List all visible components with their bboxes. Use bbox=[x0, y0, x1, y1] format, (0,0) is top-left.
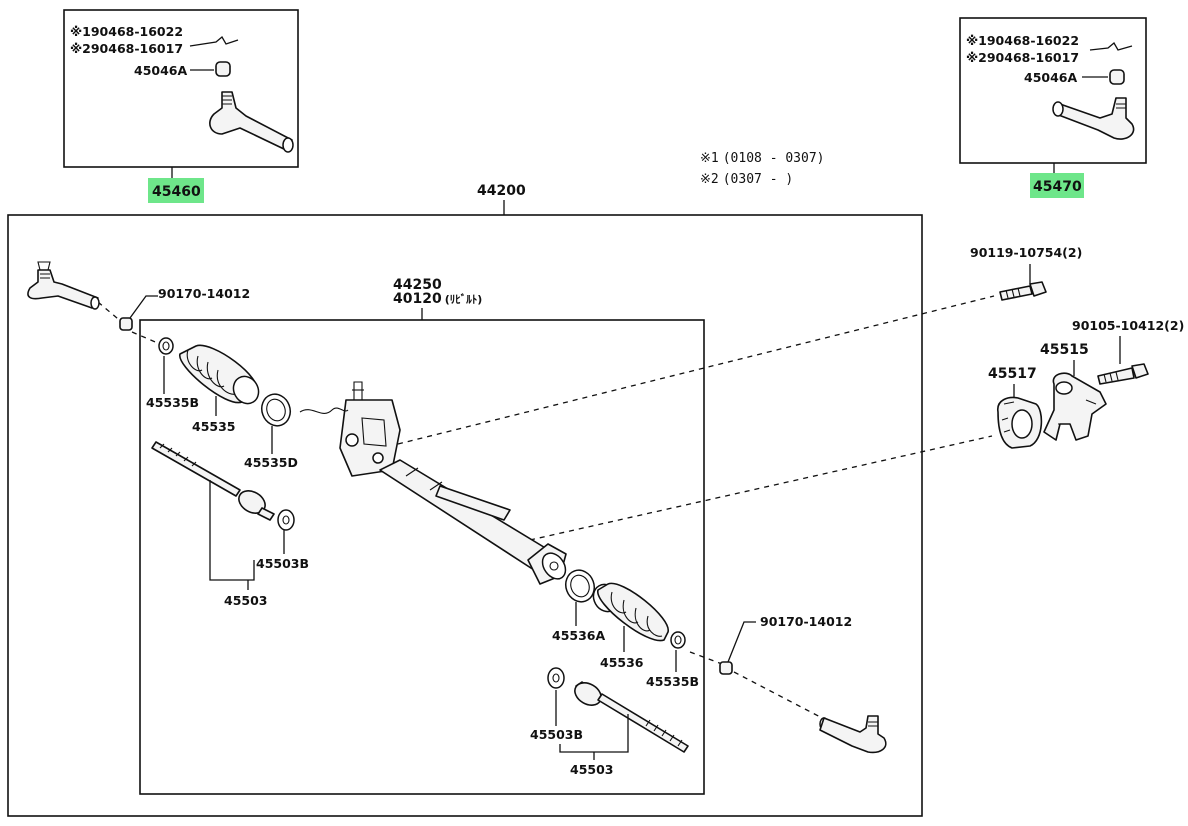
band-left-icon bbox=[261, 393, 291, 427]
note1-mark: ※1 bbox=[700, 151, 719, 166]
gear-number[interactable]: 44250 bbox=[393, 277, 442, 293]
bolt-bracket-icon bbox=[1097, 363, 1149, 385]
boot-right-icon bbox=[592, 582, 669, 642]
inset-right-note2: ※290468-16017 bbox=[966, 50, 1079, 65]
grommet-label[interactable]: 45517 bbox=[988, 366, 1037, 382]
rod-left-label[interactable]: 45503 bbox=[224, 593, 268, 608]
bolt-top-qty: (2) bbox=[1062, 245, 1082, 260]
svg-text:※2(0307 - ): ※2 (0307 - ) bbox=[700, 172, 793, 187]
note2-range: (0307 - ) bbox=[723, 172, 793, 187]
svg-text:90105-10412(2): 90105-10412(2) bbox=[1072, 318, 1184, 333]
inset-left-highlight bbox=[148, 178, 204, 203]
bracket-icon bbox=[1043, 372, 1107, 441]
note2-mark: ※2 bbox=[700, 172, 719, 187]
inset-left-assembly-number[interactable]: 45460 bbox=[152, 184, 201, 200]
note1-range: (0108 - 0307) bbox=[723, 151, 825, 166]
bracket-label[interactable]: 45515 bbox=[1040, 342, 1089, 358]
grommet-icon bbox=[997, 396, 1043, 449]
bolt-bracket-label: 90105-10412 bbox=[1072, 318, 1164, 333]
nut-left-label[interactable]: 90170-14012 bbox=[158, 286, 250, 301]
tie-rod-end-left-icon bbox=[27, 261, 100, 310]
svg-text:90119-10754(2): 90119-10754(2) bbox=[970, 245, 1082, 260]
model-notes: ※1 (0108 - 0307) ※2 (0307 - ) bbox=[700, 151, 824, 187]
inset-right-tie-rod-end: ※190468-16022 ※290468-16017 45046A 45470 bbox=[959, 17, 1147, 198]
inner-tie-rod-left-icon bbox=[151, 441, 275, 521]
washer-right-icon bbox=[547, 667, 565, 689]
boot-right-label[interactable]: 45536 bbox=[600, 655, 644, 670]
inset-left-nut-label: 45046A bbox=[134, 63, 187, 78]
clamp-right-icon bbox=[670, 631, 686, 649]
castle-nut-icon bbox=[1109, 69, 1125, 85]
tie-rod-end-right-inset-icon bbox=[1052, 97, 1135, 140]
inset-right-nut-label: 45046A bbox=[1024, 70, 1077, 85]
inset-left-note2: ※290468-16017 bbox=[70, 41, 183, 56]
bolt-bracket-qty: (2) bbox=[1164, 318, 1184, 333]
nut-right-label[interactable]: 90170-14012 bbox=[760, 614, 852, 629]
boot-left-icon bbox=[179, 344, 260, 405]
inset-right-note1: ※190468-16022 bbox=[966, 33, 1079, 48]
main-assembly-number[interactable]: 44200 bbox=[477, 183, 526, 199]
band-right-icon bbox=[565, 569, 595, 603]
boot-left-label[interactable]: 45535 bbox=[192, 419, 236, 434]
clamp-left-icon bbox=[158, 337, 174, 355]
clamp-left-label[interactable]: 45535B bbox=[146, 395, 199, 410]
washer-left-icon bbox=[277, 509, 295, 531]
svg-text:40120(ﾘﾋﾞﾙﾄ): 40120(ﾘﾋﾞﾙﾄ) bbox=[393, 291, 482, 307]
tie-rod-end-left-inset-icon bbox=[209, 91, 294, 153]
washer-left-label[interactable]: 45503B bbox=[256, 556, 309, 571]
rod-right-label[interactable]: 45503 bbox=[570, 762, 614, 777]
band-left-label[interactable]: 45535D bbox=[244, 455, 298, 470]
castle-nut-icon bbox=[215, 61, 231, 77]
band-right-label[interactable]: 45536A bbox=[552, 628, 605, 643]
bolt-top-label: 90119-10754 bbox=[970, 245, 1062, 260]
steering-gear-housing-icon bbox=[299, 381, 567, 585]
inset-left-note1: ※190468-16022 bbox=[70, 24, 183, 39]
tie-rod-end-right-icon bbox=[819, 715, 887, 754]
nut-left-icon bbox=[119, 317, 133, 331]
inset-left-tie-rod-end: ※190468-16022 ※290468-16017 45046A 45460 bbox=[63, 9, 299, 203]
gear-assembly-frame bbox=[139, 319, 705, 795]
svg-text:※1(0108 - 0307): ※1 (0108 - 0307) bbox=[700, 151, 824, 166]
washer-right-label[interactable]: 45503B bbox=[530, 727, 583, 742]
clamp-right-label[interactable]: 45535B bbox=[646, 674, 699, 689]
inner-tie-rod-right-icon bbox=[574, 681, 689, 753]
inset-right-assembly-number[interactable]: 45470 bbox=[1033, 179, 1082, 195]
inset-right-highlight bbox=[1030, 173, 1084, 198]
bolt-top-icon bbox=[999, 281, 1047, 301]
main-assembly-frame bbox=[7, 214, 923, 817]
gear-sub-number: 40120 bbox=[393, 291, 442, 307]
gear-sub-suffix: (ﾘﾋﾞﾙﾄ) bbox=[445, 292, 483, 306]
nut-right-icon bbox=[719, 661, 733, 675]
